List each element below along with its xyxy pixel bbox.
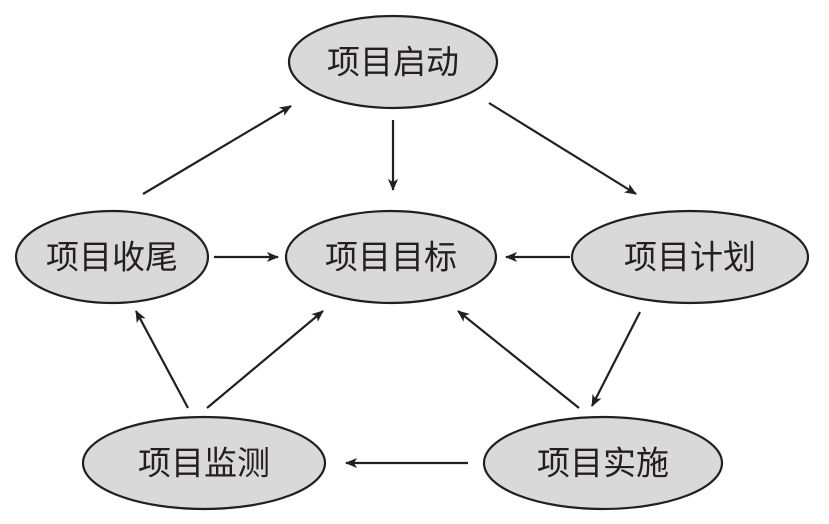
node-plan-label: 项目计划 — [624, 238, 756, 277]
arrow-monitor-to-close — [135, 310, 189, 409]
node-close-ellipse — [14, 209, 210, 305]
node-monitor-label: 项目监测 — [138, 444, 270, 483]
node-start-ellipse — [287, 14, 499, 110]
node-execute-label: 项目实施 — [537, 444, 669, 483]
node-execute-ellipse — [482, 415, 724, 511]
arrow-monitor-to-goal — [206, 310, 324, 409]
node-goal-label: 项目目标 — [325, 238, 457, 277]
node-plan: 项目计划 — [570, 209, 810, 305]
node-goal-ellipse — [284, 209, 498, 305]
arrows — [135, 102, 641, 468]
node-start-label: 项目启动 — [327, 43, 459, 82]
node-monitor: 项目监测 — [81, 415, 327, 511]
node-plan-ellipse — [570, 209, 810, 305]
arrow-plan-to-execute — [591, 311, 641, 407]
node-close: 项目收尾 — [14, 209, 210, 305]
arrow-close-to-start — [142, 105, 292, 195]
node-close-label: 项目收尾 — [46, 238, 178, 277]
arrow-execute-to-goal — [457, 310, 580, 409]
node-monitor-ellipse — [81, 415, 327, 511]
node-goal: 项目目标 — [284, 209, 498, 305]
arrow-start-to-plan — [488, 102, 637, 195]
node-execute: 项目实施 — [482, 415, 724, 511]
node-start: 项目启动 — [287, 14, 499, 110]
